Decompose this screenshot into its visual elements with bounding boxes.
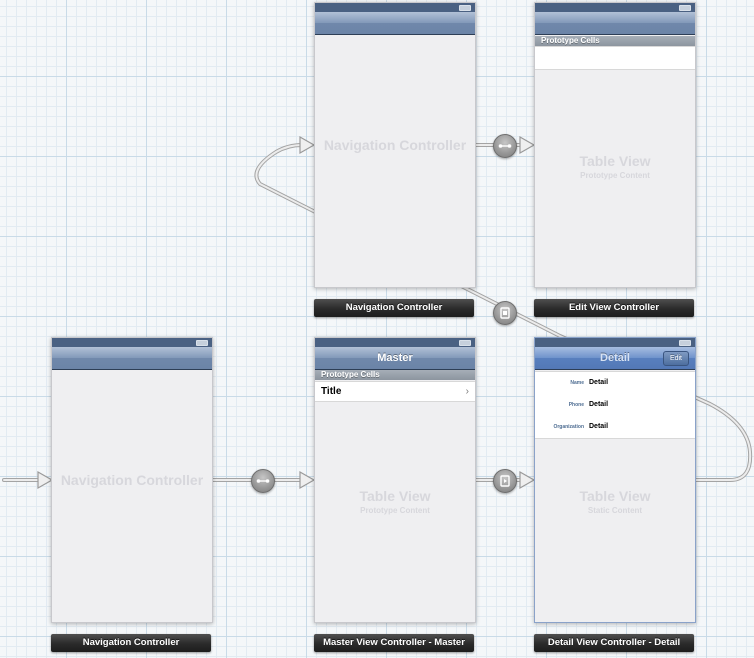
prototype-cells-header: Prototype Cells (315, 370, 475, 380)
status-bar (52, 338, 212, 347)
title-cell[interactable]: Title › (315, 381, 475, 402)
detail-view-controller-scene[interactable]: Detail Edit Name Detail Phone Detail Org… (534, 337, 696, 623)
detail-row-phone[interactable]: Phone Detail (535, 394, 695, 416)
arrowhead-icon (519, 470, 536, 490)
scene-label-detail-view-controller[interactable]: Detail View Controller - Detail (534, 634, 694, 652)
battery-icon (459, 5, 471, 11)
scene-label-master-view-controller[interactable]: Master View Controller - Master (314, 634, 474, 652)
battery-icon (459, 340, 471, 346)
modal-segue-icon[interactable] (493, 301, 517, 325)
prototype-cell[interactable] (535, 46, 695, 70)
arrowhead-icon (37, 470, 54, 490)
navigation-bar[interactable] (52, 347, 212, 370)
arrowhead-icon (299, 470, 316, 490)
scene-watermark: Navigation Controller (323, 137, 467, 153)
arrowhead-icon (519, 135, 536, 155)
table-view-watermark: Table View (579, 488, 651, 504)
scene-watermark: Navigation Controller (60, 472, 204, 488)
detail-row-name[interactable]: Name Detail (535, 372, 695, 394)
detail-row-organization[interactable]: Organization Detail (535, 416, 695, 438)
chevron-right-icon: › (465, 386, 469, 397)
push-segue-icon[interactable] (493, 469, 517, 493)
edit-view-controller-scene[interactable]: Prototype Cells Table View Prototype Con… (534, 2, 696, 288)
navigation-bar[interactable] (535, 12, 695, 35)
detail-label: Name (570, 380, 584, 386)
scene-label-edit-view-controller[interactable]: Edit View Controller (534, 299, 694, 317)
status-bar (315, 3, 475, 12)
detail-value: Detail (589, 379, 609, 386)
detail-value: Detail (589, 401, 609, 408)
arrowhead-icon (299, 135, 316, 155)
detail-label: Phone (568, 402, 584, 408)
detail-label: Organization (553, 424, 584, 430)
relationship-segue-icon[interactable] (251, 469, 275, 493)
table-view-watermark: Table View (579, 153, 651, 169)
scene-label-navigation-controller-bottom[interactable]: Navigation Controller (51, 634, 211, 652)
master-view-controller-scene[interactable]: Master Prototype Cells Title › Table Vie… (314, 337, 476, 623)
status-bar (535, 3, 695, 12)
prototype-cells-header: Prototype Cells (535, 36, 695, 46)
navigation-bar-detail[interactable]: Detail Edit (535, 347, 695, 370)
cell-title: Title (321, 386, 342, 397)
table-view-watermark: Table View (359, 488, 431, 504)
status-bar (535, 338, 695, 347)
table-view-watermark-subtitle: Static Content (587, 506, 643, 515)
static-cells-group: Name Detail Phone Detail Organization De… (535, 371, 695, 439)
detail-value: Detail (589, 423, 609, 430)
scene-label-navigation-controller-top[interactable]: Navigation Controller (314, 299, 474, 317)
battery-icon (679, 5, 691, 11)
edit-button[interactable]: Edit (662, 351, 689, 366)
navigation-controller-scene-bottom[interactable]: Navigation Controller (51, 337, 213, 623)
battery-icon (679, 340, 691, 346)
navigation-bar[interactable] (315, 12, 475, 35)
navigation-bar-master[interactable]: Master (315, 347, 475, 370)
table-view-watermark-subtitle: Prototype Content (580, 171, 650, 180)
navigation-controller-scene-top[interactable]: Navigation Controller (314, 2, 476, 288)
nav-title: Detail (600, 352, 630, 364)
status-bar (315, 338, 475, 347)
table-view-watermark-subtitle: Prototype Content (360, 506, 430, 515)
battery-icon (196, 340, 208, 346)
relationship-segue-icon[interactable] (493, 134, 517, 158)
